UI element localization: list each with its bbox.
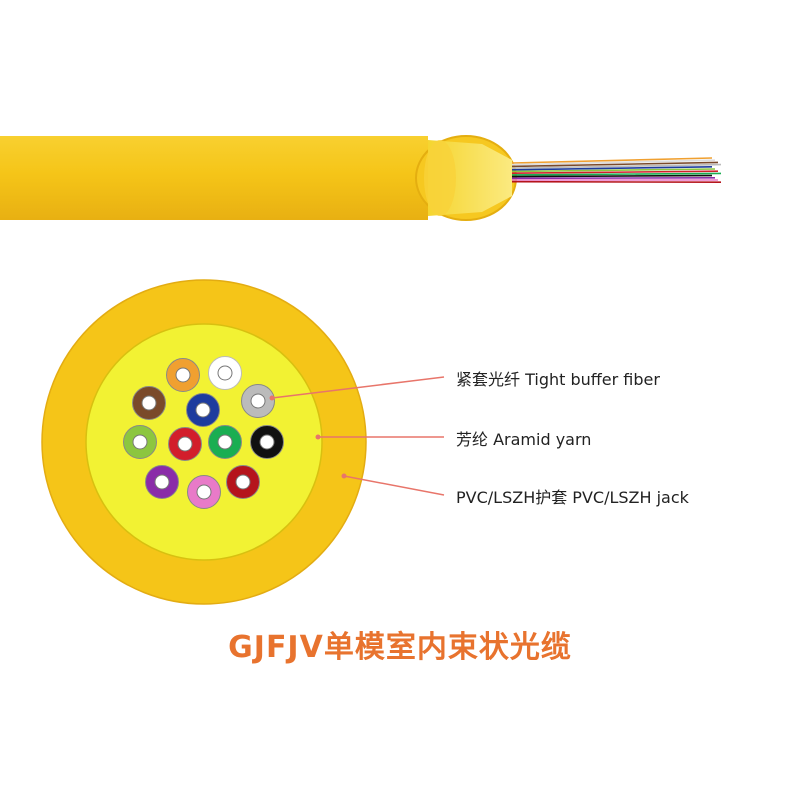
leader-lines [269,376,445,496]
label-tight-buffer-fiber: 紧套光纤 Tight buffer fiber [456,370,660,389]
fiber-core [195,402,211,418]
fiber-9 [250,425,284,459]
fiber-strand [511,161,719,168]
fiber-strand [511,170,719,174]
label-jacket: PVC/LSZH护套 PVC/LSZH jack [456,488,689,507]
fiber-12 [226,465,260,499]
fiber-6 [123,425,157,459]
jacket-inner-edge [424,140,456,216]
leader-line-fiber [271,376,445,399]
cable-side-view [0,135,722,221]
aramid-yarn-layer [85,323,323,561]
fiber-core [196,484,212,500]
cable-cross-section [41,279,367,605]
leader-dot-fiber [269,395,275,401]
fiber-8 [208,425,242,459]
fiber-core [217,365,233,381]
fiber-strand [511,166,713,171]
fiber-strand [511,172,722,176]
fiber-1 [166,358,200,392]
fiber-strand [511,163,722,169]
fiber-core [259,434,275,450]
fiber-strand [511,168,716,173]
fiber-strands [511,157,722,183]
fiber-strand [511,180,722,183]
fiber-5 [186,393,220,427]
fiber-core [154,474,170,490]
fiber-strand [511,174,713,178]
label-aramid-yarn: 芳纶 Aramid yarn [456,430,592,449]
fiber-10 [145,465,179,499]
tight-buffer-fibers [123,356,284,509]
cable-jacket-side [0,136,428,220]
fiber-11 [187,475,221,509]
diagram-title: GJFJV单模室内束状光缆 [228,630,572,665]
fiber-core [177,436,193,452]
fiber-strand [511,159,716,166]
leader-dot-jacket [341,473,347,479]
fiber-core [175,367,191,383]
fiber-strand [511,177,716,180]
fiber-core [141,395,157,411]
fiber-2 [208,356,242,390]
fiber-strand [511,157,713,164]
fiber-core [250,393,266,409]
fiber-3 [132,386,166,420]
fiber-core [235,474,251,490]
fiber-4 [241,384,275,418]
fiber-7 [168,427,202,461]
fiber-core [217,434,233,450]
leader-line-jacket [343,475,445,496]
fiber-core [132,434,148,450]
leader-dot-yarn [315,434,321,440]
